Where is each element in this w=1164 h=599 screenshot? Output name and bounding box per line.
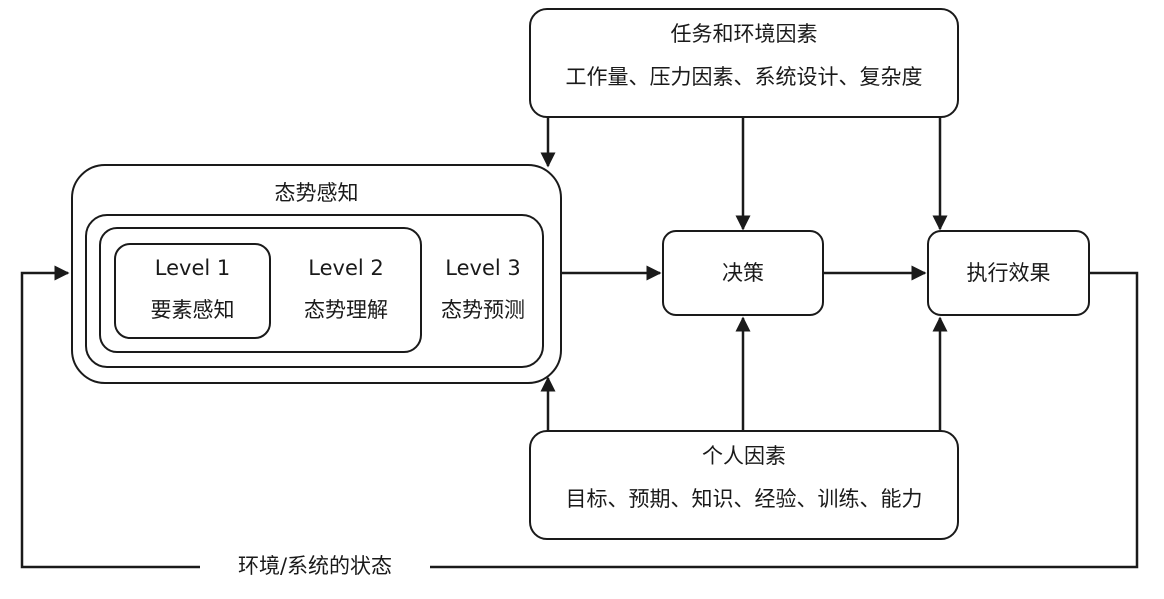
- individual-factors-title: 个人因素: [702, 444, 786, 468]
- level2-name: 态势理解: [304, 298, 388, 322]
- performance-label: 执行效果: [966, 261, 1051, 285]
- performance-box: [927, 230, 1090, 316]
- task-environment-items: 工作量、压力因素、系统设计、复杂度: [565, 65, 923, 89]
- decision-label: 决策: [722, 261, 764, 285]
- level1-name: 要素感知: [150, 298, 235, 322]
- level2-label: Level 2: [308, 256, 384, 280]
- decision-box: [662, 230, 824, 316]
- task-environment-box: [529, 8, 959, 118]
- task-environment-title: 任务和环境因素: [670, 22, 818, 46]
- situation-awareness-title: 态势感知: [274, 181, 359, 205]
- feedback-label: 环境/系统的状态: [205, 553, 425, 579]
- individual-factors-box: [529, 430, 959, 540]
- level3-label: Level 3: [445, 256, 521, 280]
- level1-label: Level 1: [154, 256, 231, 280]
- level3-name: 态势预测: [441, 298, 525, 322]
- level1-box: [114, 243, 271, 339]
- individual-factors-items: 目标、预期、知识、经验、训练、能力: [565, 487, 923, 511]
